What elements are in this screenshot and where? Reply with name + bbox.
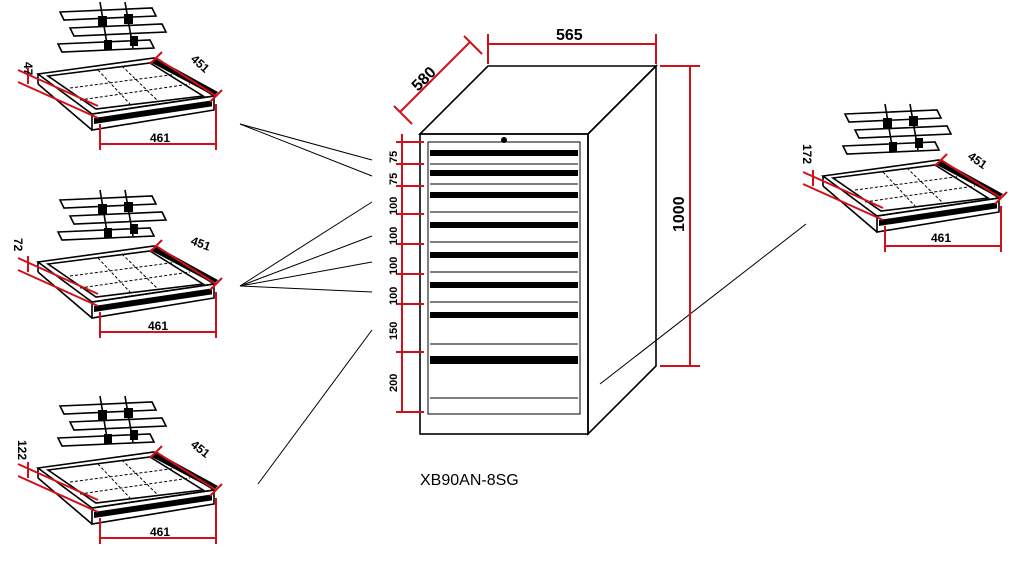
drawer-height-label: 172 — [800, 144, 814, 164]
cabinet-width-label: 565 — [556, 27, 583, 44]
drawer-height-6: 100 — [388, 287, 400, 305]
drawer-height-label: 47 — [21, 62, 35, 76]
drawer-detail-3: 122 451 461 — [15, 395, 223, 545]
drawer-detail-4: 172 451 461 — [800, 103, 1008, 253]
drawer-height-5: 100 — [388, 257, 400, 275]
cabinet — [418, 64, 658, 436]
drawer-height-2: 75 — [388, 173, 400, 185]
drawer-width-label: 461 — [150, 131, 170, 145]
drawer-height-1: 75 — [388, 151, 400, 163]
drawer-width-label: 461 — [931, 231, 951, 245]
drawer-height-8: 200 — [388, 374, 400, 392]
drawer-width-label: 461 — [150, 525, 170, 539]
drawer-height-label: 72 — [11, 238, 25, 252]
cabinet-drawers — [430, 150, 578, 399]
drawer-height-7: 150 — [388, 322, 400, 340]
drawer-depth-label: 451 — [965, 149, 990, 172]
drawer-depth-label: 451 — [188, 437, 213, 461]
drawer-height-label: 122 — [15, 440, 29, 460]
drawer-height-4: 100 — [388, 227, 400, 245]
leader-lines — [239, 123, 807, 485]
drawer-width-label: 461 — [148, 319, 168, 333]
drawer-detail-1: 47 451 461 — [17, 1, 223, 151]
cabinet-dimensions — [393, 34, 700, 413]
drawer-depth-label: 451 — [188, 52, 212, 76]
drawer-height-3: 100 — [388, 197, 400, 215]
drawer-depth-label: 451 — [189, 234, 213, 254]
drawer-height-labels: 75 75 100 100 100 100 150 200 — [388, 151, 400, 392]
drawer-detail-2: 72 451 461 — [11, 189, 223, 339]
model-label: XB90AN-8SG — [420, 472, 519, 489]
cabinet-depth-label: 580 — [409, 64, 440, 95]
cabinet-height-label: 1000 — [671, 196, 688, 232]
